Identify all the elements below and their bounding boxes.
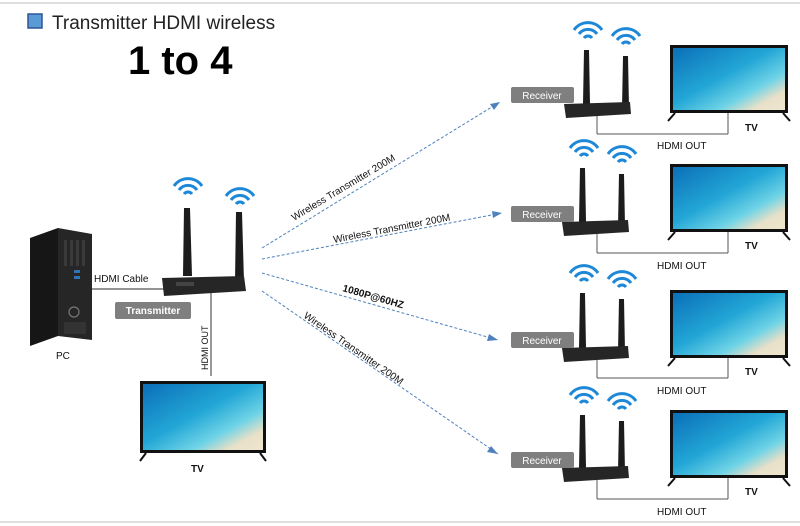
receiver-hdmi-out-label: HDMI OUT bbox=[657, 141, 706, 152]
hdmi-out-label: HDMI OUT bbox=[200, 325, 210, 370]
tv-screen bbox=[673, 167, 785, 229]
receiver-label: Receiver bbox=[522, 336, 562, 347]
receiver-hdmi-out-label: HDMI OUT bbox=[657, 261, 706, 272]
wifi-icon bbox=[606, 270, 638, 289]
receiver-hdmi-out-label: HDMI OUT bbox=[657, 507, 706, 518]
link-label-3: 1080P@60HZ bbox=[341, 283, 405, 311]
tv-screen bbox=[673, 293, 785, 355]
receiver-unit bbox=[562, 139, 791, 254]
local-tv bbox=[139, 381, 267, 462]
receiver-badge bbox=[511, 452, 574, 468]
transmitter-badge bbox=[115, 302, 191, 319]
receiver-tv-label: TV bbox=[745, 367, 758, 378]
page-title: Transmitter HDMI wireless bbox=[52, 13, 275, 34]
receiver-tv-label: TV bbox=[745, 487, 758, 498]
receiver-unit bbox=[562, 386, 791, 500]
transmitter-device bbox=[162, 177, 256, 296]
receiver-badge bbox=[511, 332, 574, 348]
tv-screen bbox=[143, 384, 263, 450]
receiver-tv-label: TV bbox=[745, 123, 758, 134]
wifi-icon bbox=[568, 386, 600, 405]
link-label-4: Wireless Transmitter 200M bbox=[301, 310, 405, 387]
link-line-1 bbox=[261, 101, 501, 249]
link-arrow-2 bbox=[492, 211, 502, 218]
antenna-left bbox=[183, 208, 192, 276]
receiver-label: Receiver bbox=[522, 456, 562, 467]
tv-screen bbox=[673, 48, 785, 110]
link-lines bbox=[261, 101, 503, 455]
receiver-label: Receiver bbox=[522, 91, 562, 102]
receiver-label: Receiver bbox=[522, 210, 562, 221]
wifi-icon bbox=[568, 264, 600, 283]
receiver-badge bbox=[511, 206, 574, 222]
receiver-unit bbox=[562, 264, 791, 379]
receiver-hdmi-out-label: HDMI OUT bbox=[657, 386, 706, 397]
link-label-2: Wireless Transmitter 200M bbox=[332, 212, 451, 245]
pc-logo-icon bbox=[68, 306, 80, 318]
link-line-4 bbox=[261, 290, 499, 455]
local-tv-label: TV bbox=[191, 464, 204, 475]
wifi-icon bbox=[606, 392, 638, 411]
link-line-3 bbox=[261, 272, 499, 341]
wifi-icon bbox=[610, 27, 642, 46]
antenna-right bbox=[235, 212, 244, 282]
link-label-1: Wireless Transmitter 200M bbox=[290, 153, 398, 224]
receiver-badge bbox=[511, 87, 574, 103]
link-arrow-4 bbox=[487, 446, 498, 454]
pc-side bbox=[30, 228, 58, 346]
pc-tower bbox=[30, 228, 92, 346]
receiver-tv-label: TV bbox=[745, 241, 758, 252]
pc-label: PC bbox=[56, 351, 70, 362]
link-arrow-1 bbox=[490, 102, 500, 110]
wifi-icon bbox=[606, 145, 638, 164]
ratio-heading: 1 to 4 bbox=[128, 39, 233, 83]
wifi-icon bbox=[172, 177, 204, 196]
wifi-icon bbox=[572, 21, 604, 40]
receiver-unit bbox=[564, 21, 791, 135]
wifi-icon bbox=[568, 139, 600, 158]
transmitter-label: Transmitter bbox=[126, 306, 181, 317]
link-line-2 bbox=[261, 212, 503, 260]
hdmi-cable-label: HDMI Cable bbox=[94, 274, 149, 285]
wifi-icon bbox=[224, 187, 256, 206]
tv-screen bbox=[673, 413, 785, 475]
link-arrow-3 bbox=[487, 334, 498, 341]
title-square-icon bbox=[27, 13, 43, 29]
